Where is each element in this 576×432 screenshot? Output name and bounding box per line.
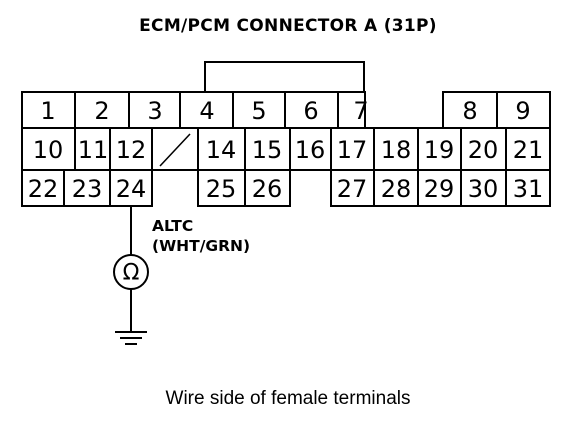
terminal-19: 19 bbox=[424, 136, 455, 164]
terminal-10: 10 bbox=[33, 136, 64, 164]
terminal-1: 1 bbox=[40, 97, 55, 125]
terminal-31: 31 bbox=[513, 175, 544, 203]
terminal-18: 18 bbox=[381, 136, 412, 164]
terminal-14: 14 bbox=[206, 136, 237, 164]
terminal-15: 15 bbox=[252, 136, 283, 164]
terminal-22: 22 bbox=[28, 175, 59, 203]
terminal-7: 7 bbox=[353, 97, 368, 125]
connector-lock-tab bbox=[204, 61, 365, 92]
row3-right-outline bbox=[330, 169, 551, 207]
terminal-5: 5 bbox=[251, 97, 266, 125]
terminal-9: 9 bbox=[515, 97, 530, 125]
terminal-24: 24 bbox=[116, 175, 147, 203]
terminal-8: 8 bbox=[462, 97, 477, 125]
ohmmeter-icon: Ω bbox=[123, 261, 140, 286]
terminal-12: 12 bbox=[116, 136, 147, 164]
terminal-25: 25 bbox=[206, 175, 237, 203]
terminal-3: 3 bbox=[147, 97, 162, 125]
terminal-26: 26 bbox=[252, 175, 283, 203]
terminal-6: 6 bbox=[303, 97, 318, 125]
terminal-29: 29 bbox=[424, 175, 455, 203]
terminal-2: 2 bbox=[94, 97, 109, 125]
terminal-28: 28 bbox=[381, 175, 412, 203]
row3-left-outline bbox=[21, 169, 153, 207]
diagram-title: ECM/PCM CONNECTOR A (31P) bbox=[139, 16, 437, 36]
terminal-11: 11 bbox=[78, 136, 109, 164]
terminal-23: 23 bbox=[72, 175, 103, 203]
diagram-caption: Wire side of female terminals bbox=[165, 388, 411, 409]
terminal-27: 27 bbox=[337, 175, 368, 203]
terminal-20: 20 bbox=[468, 136, 499, 164]
blank-terminal-slash bbox=[159, 133, 191, 167]
terminal-17: 17 bbox=[337, 136, 368, 164]
terminal-4: 4 bbox=[199, 97, 214, 125]
terminal-21: 21 bbox=[513, 136, 544, 164]
wire-name-label: ALTC bbox=[152, 217, 193, 235]
terminal-16: 16 bbox=[295, 136, 326, 164]
terminal-30: 30 bbox=[468, 175, 499, 203]
wire-color-label: (WHT/GRN) bbox=[152, 237, 250, 255]
